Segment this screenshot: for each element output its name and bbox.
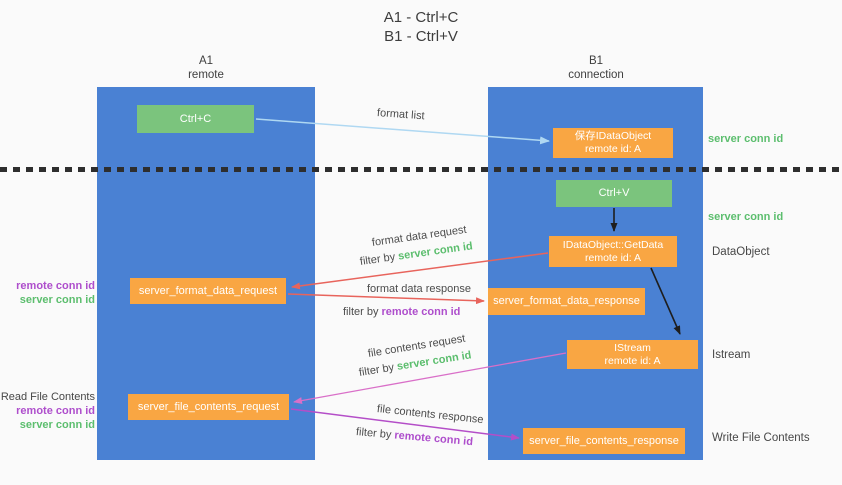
filter-by-remote-conn-id-label-1: filter by remote conn id <box>343 306 460 318</box>
server-format-data-response-node: server_format_data_response <box>488 288 645 315</box>
istream-line2: remote id: A <box>604 354 661 367</box>
file-contents-response-label: file contents response <box>376 403 485 427</box>
ctrl-v-node: Ctrl+V <box>556 180 672 207</box>
istream-line1: IStream <box>614 341 651 354</box>
format-data-response-label: format data response <box>367 283 471 295</box>
lane-b1-subtitle: connection <box>568 69 624 81</box>
left-server-conn-id-2: server conn id <box>19 419 95 431</box>
filter-by-text: filter by <box>343 306 379 318</box>
filter-by-text: filter by <box>359 251 396 268</box>
lane-a1-subtitle: remote <box>188 69 224 81</box>
server-format-data-response-label: server_format_data_response <box>493 295 640 307</box>
diagram-title-line2: B1 - Ctrl+V <box>384 28 458 45</box>
getdata-line1: IDataObject::GetData <box>562 238 664 251</box>
phase-divider-dotted-line <box>0 167 842 172</box>
ctrl-v-label: Ctrl+V <box>598 187 630 199</box>
right-istream-label: Istream <box>712 349 751 361</box>
right-server-conn-id-top: server conn id <box>708 133 784 145</box>
save-idataobject-line2: remote id: A <box>584 143 642 155</box>
getdata-line2: remote id: A <box>584 251 642 264</box>
remote-conn-id-text: remote conn id <box>381 306 461 318</box>
right-server-conn-id-mid: server conn id <box>708 211 784 223</box>
left-remote-conn-id-1: remote conn id <box>16 280 95 292</box>
filter-by-text: filter by <box>355 426 392 442</box>
remote-conn-id-text: remote conn id <box>393 429 474 449</box>
idataobject-getdata-node: IDataObject::GetData remote id: A <box>549 236 677 267</box>
left-conn-id-block-1: remote conn id server conn id <box>0 279 95 307</box>
right-write-file-contents-label: Write File Contents <box>712 432 810 444</box>
ctrl-c-node: Ctrl+C <box>137 105 254 133</box>
server-file-contents-response-label: server_file_contents_response <box>529 434 679 447</box>
format-data-response-arrow <box>287 293 485 305</box>
filter-by-text: filter by <box>358 361 395 379</box>
filter-by-remote-conn-id-label-2: filter by remote conn id <box>355 426 473 448</box>
left-remote-conn-id-2: remote conn id <box>16 405 95 417</box>
lane-header-b1: B1 connection <box>536 54 656 82</box>
left-conn-id-block-2: Read File Contents remote conn id server… <box>0 390 95 432</box>
save-idataobject-node: 保存IDataObject remote id: A <box>553 128 673 158</box>
right-dataobject-label: DataObject <box>712 246 770 258</box>
diagram-title-line1: A1 - Ctrl+C <box>383 9 459 26</box>
istream-node: IStream remote id: A <box>567 340 698 369</box>
server-format-data-request-node: server_format_data_request <box>130 278 286 304</box>
server-format-data-request-label: server_format_data_request <box>138 284 278 297</box>
server-file-contents-request-label: server_file_contents_request <box>137 400 280 413</box>
server-file-contents-request-node: server_file_contents_request <box>128 394 289 420</box>
save-idataobject-line1: 保存IDataObject <box>574 130 652 142</box>
server-file-contents-response-node: server_file_contents_response <box>523 428 685 454</box>
read-file-contents-label: Read File Contents <box>0 391 95 403</box>
ctrl-c-label: Ctrl+C <box>179 112 212 125</box>
lane-header-a1: A1 remote <box>146 54 266 82</box>
lane-b1-name: B1 <box>588 55 604 67</box>
lane-a1-name: A1 <box>198 55 214 67</box>
left-server-conn-id-1: server conn id <box>19 294 95 306</box>
format-list-label: format list <box>376 107 425 123</box>
